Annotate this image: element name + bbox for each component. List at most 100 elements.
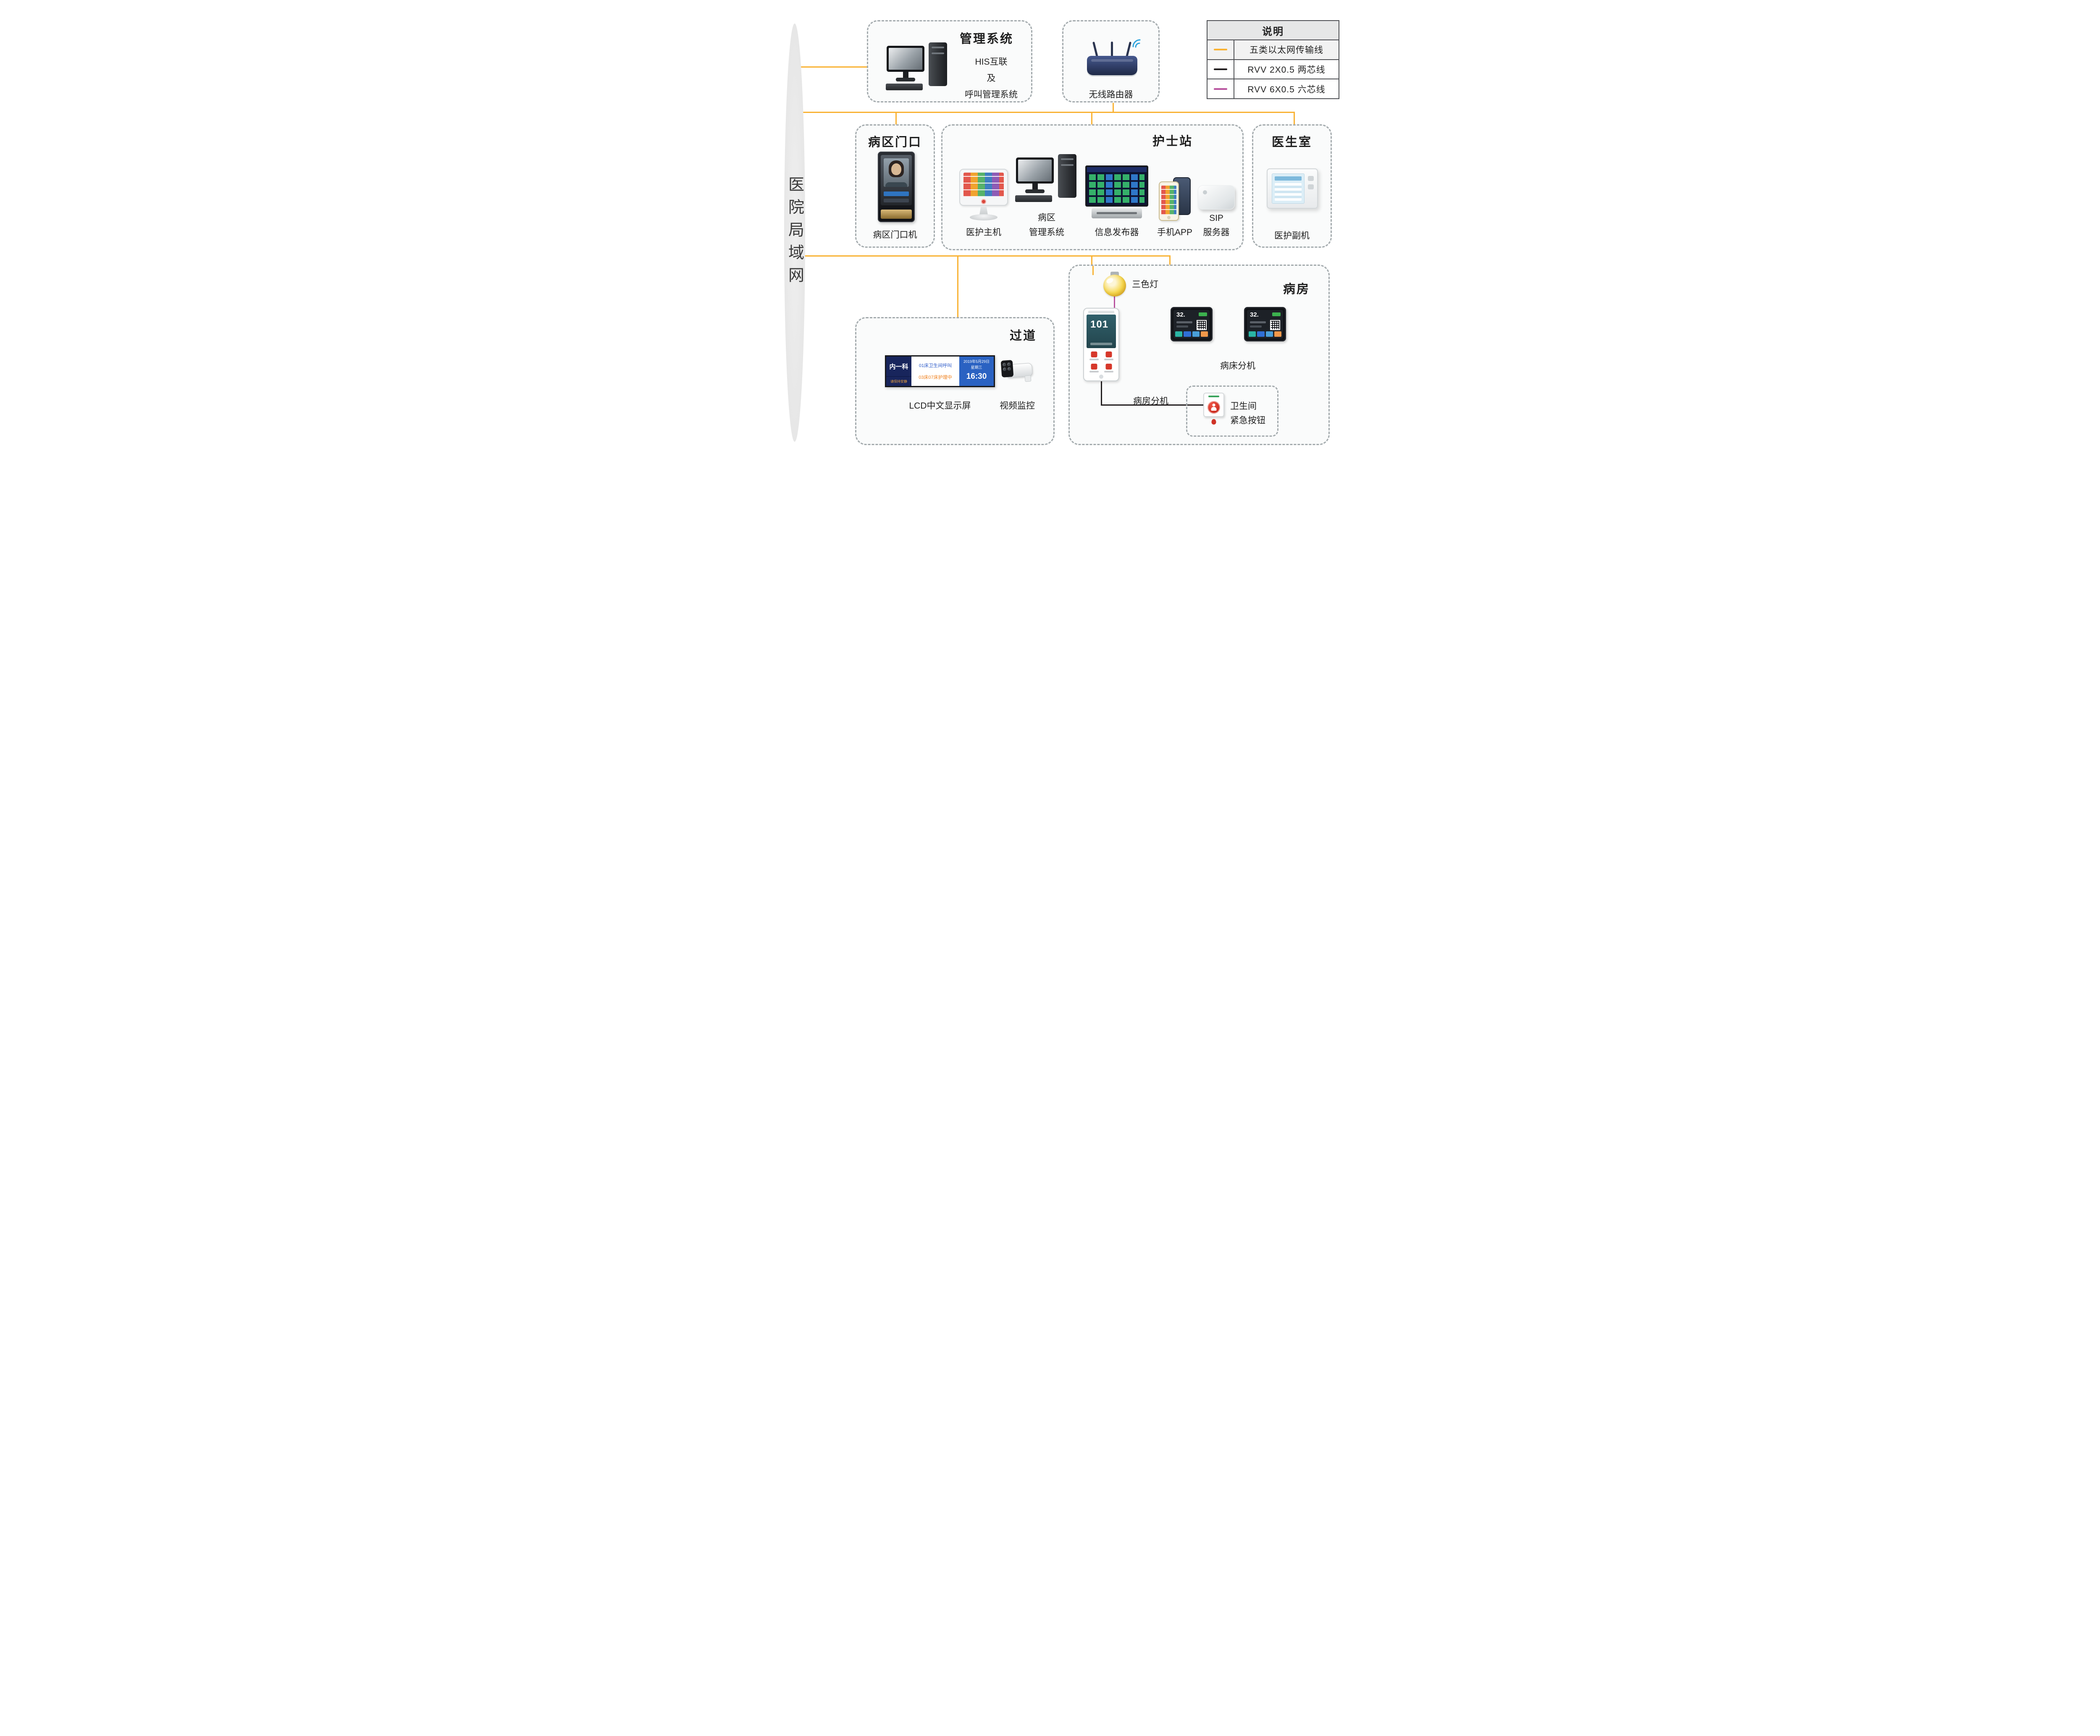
legend-row: 五类以太网传输线 (1208, 39, 1339, 59)
lcd-display-icon: 内一科 请保持安静 01床卫生间呼叫 03床07床护理中 2019年5月29日 … (885, 355, 995, 387)
mobile-phones-icon (1159, 177, 1191, 222)
pull-cord-icon (1211, 419, 1216, 425)
connection-lan-row2 (799, 112, 1295, 113)
connection-ward-drop-2 (1169, 255, 1171, 266)
line-sample-two-core-icon (1214, 68, 1227, 70)
corridor-title: 过道 (1009, 329, 1037, 343)
ward-title: 病房 (1283, 283, 1310, 296)
room-number: 101 (1090, 319, 1109, 330)
corridor-panel: 过道 内一科 请保持安静 01床卫生间呼叫 03床07床护理中 2019年5月2… (855, 317, 1055, 445)
bed-extension-icon: 32. (1171, 307, 1213, 341)
ward-gate-device-label: 病区门口机 (873, 230, 917, 240)
line-sample-ethernet-icon (1214, 49, 1227, 51)
legend-label-ethernet: 五类以太网传输线 (1250, 45, 1323, 55)
connection-doctor-room-drop (1294, 112, 1295, 125)
connection-router-drop (1113, 103, 1114, 113)
lcd-note: 请保持安静 (886, 376, 911, 386)
home-button-icon (1099, 375, 1103, 379)
legend-title: 说明 (1208, 21, 1339, 39)
bed-extension-icon: 32. (1244, 307, 1286, 341)
wireless-router-panel: 无线路由器 (1062, 20, 1160, 102)
hospital-lan-ellipse: 医院局域网 (784, 24, 805, 442)
monitor-icon (887, 46, 924, 72)
patient-photo (884, 158, 909, 187)
call-icon-tiles (1089, 351, 1114, 372)
home-button-icon (1167, 216, 1171, 219)
panel-buttons (1308, 176, 1314, 201)
connection-corridor-drop (957, 255, 958, 317)
lcd-display-label: LCD中文显示屏 (909, 401, 971, 411)
room-extension-label: 病房分机 (1133, 396, 1168, 406)
nurse-station-title: 护士站 (1152, 135, 1193, 148)
management-desc-line: 呼叫管理系统 (965, 89, 1018, 100)
function-tiles (1249, 331, 1281, 337)
legend-label-two-core: RVV 2X0.5 两芯线 (1247, 65, 1326, 75)
status-badge (1199, 312, 1207, 316)
ward-panel: 病房 三色灯 101 病房分机 32. (1068, 265, 1330, 445)
keyboard-icon (1015, 195, 1052, 202)
lcd-department: 内一科 (889, 363, 908, 370)
connection-ward-drop-1 (1091, 255, 1092, 266)
connection-lan-row3 (801, 255, 1171, 257)
ward-gate-panel: 病区门口 病区门口机 (855, 124, 935, 248)
avatar (891, 163, 901, 175)
doctor-terminal-icon (1267, 168, 1318, 209)
diagram-canvas: 管理系统 HIS互联 及 呼叫管理系统 无线路由器 说明 (723, 0, 1377, 463)
toilet-emergency-box: 卫生间 紧急按钮 (1186, 385, 1278, 437)
keyboard-icon (886, 84, 923, 90)
info-display-item: 信息发布器 (1085, 137, 1148, 238)
qr-code-icon (1270, 320, 1280, 330)
bed-temp: 32. (1176, 311, 1185, 318)
lcd-care-message: 03床07床护理中 (919, 375, 952, 380)
sip-server-label-line2: 服务器 (1203, 228, 1230, 237)
sip-server-item: SIP 服务器 (1193, 137, 1239, 238)
tricolor-light-icon (1102, 272, 1127, 297)
lcd-weekday: 星期三 (971, 365, 982, 370)
nurse-host-screen (963, 173, 1004, 197)
cctv-camera-icon (1000, 359, 1033, 385)
management-computer-icon (886, 42, 949, 95)
ward-mgmt-label-line1: 病区 (1038, 213, 1055, 223)
management-desc-line: 及 (987, 73, 996, 83)
connection-nurse-station-drop (1091, 112, 1092, 125)
management-panel: 管理系统 HIS互联 及 呼叫管理系统 (867, 20, 1032, 102)
hospital-lan-label: 医院局域网 (785, 176, 803, 289)
lcd-date: 2019年5月29日 (963, 359, 990, 364)
doctor-room-title: 医生室 (1271, 136, 1312, 149)
pc-tower-icon (1058, 154, 1076, 198)
line-sample-six-core-icon (1214, 88, 1227, 90)
bed-status-grid (1089, 174, 1144, 203)
connection-lan-management (797, 66, 867, 68)
doctor-room-panel: 医生室 医护副机 (1252, 124, 1332, 248)
sip-server-icon (1198, 185, 1235, 210)
doctor-terminal-screen (1272, 173, 1305, 204)
room-extension-screen: 101 (1087, 315, 1116, 348)
connection-button-two-core-h (1101, 404, 1205, 406)
sip-server-label-line1: SIP (1209, 213, 1223, 223)
bed-extension-label: 病床分机 (1220, 361, 1255, 371)
ward-mgmt-label-line2: 管理系统 (1029, 228, 1064, 237)
connection-ward-inner-ethernet (1092, 266, 1094, 275)
function-tiles (1175, 331, 1208, 337)
red-call-button-icon (1208, 401, 1220, 414)
nurse-host-icon (959, 169, 1008, 222)
connection-button-two-core-v (1101, 380, 1102, 406)
ward-gate-terminal-icon (878, 152, 915, 222)
doctor-terminal-label: 医护副机 (1274, 231, 1310, 241)
phone-icon (1159, 181, 1179, 221)
wireless-router-icon (1087, 38, 1141, 76)
nurse-station-panel: 护士站 医护主机 病区 管理系统 信息发布器 (941, 124, 1244, 250)
ward-gate-title: 病区门口 (868, 136, 922, 149)
pc-tower-icon (929, 42, 947, 86)
info-display-icon (1085, 165, 1148, 222)
toilet-label-line1: 卫生间 (1230, 401, 1257, 411)
wifi-signal-icon (1132, 39, 1141, 48)
status-badge (1272, 312, 1281, 316)
bed-temp: 32. (1250, 311, 1259, 318)
management-description: HIS互联 及 呼叫管理系统 (957, 54, 1025, 103)
emergency-button-icon (1203, 393, 1224, 425)
info-display-label: 信息发布器 (1095, 228, 1139, 237)
connection-light-six-core (1114, 296, 1115, 309)
management-title: 管理系统 (959, 32, 1013, 46)
lcd-time: 16:30 (966, 372, 987, 381)
